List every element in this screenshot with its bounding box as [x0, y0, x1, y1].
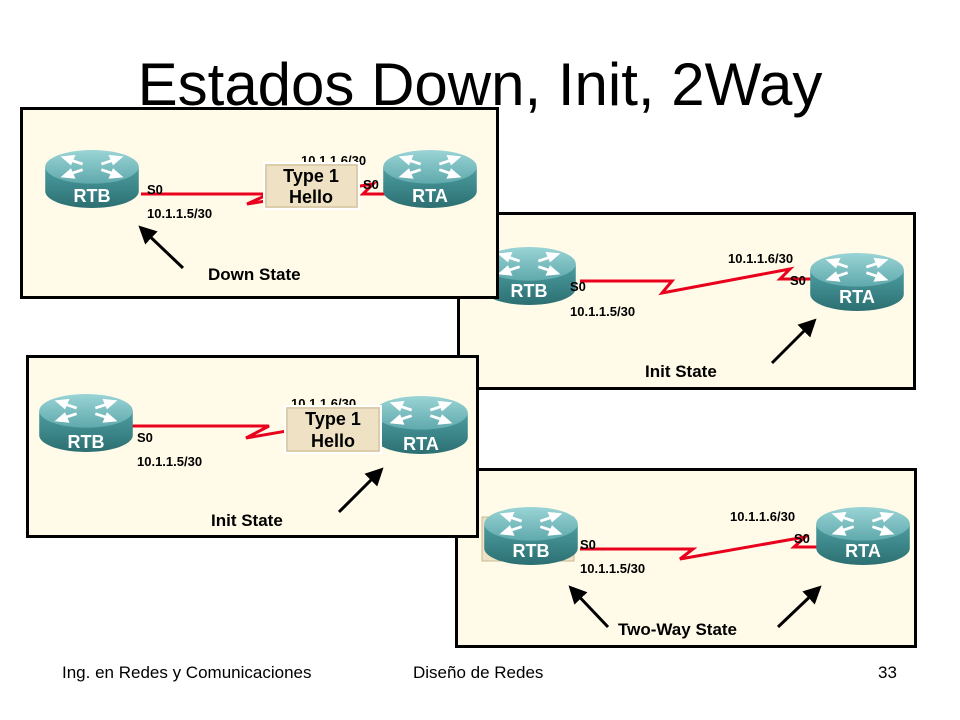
rta-interface-label: S0 [790, 273, 806, 288]
serial-link [580, 266, 830, 296]
arrow-to-rta [776, 585, 822, 629]
state-label: Init State [645, 362, 717, 381]
rta-interface-label: S0 [363, 177, 379, 192]
state-label: Two-Way State [618, 620, 737, 639]
arrow-to-rtb [138, 225, 185, 270]
router-rtb-label: RTB [68, 432, 105, 452]
router-rtb-label: RTB [74, 186, 111, 206]
rtb-interface-label: S0 [147, 182, 163, 197]
rtb-interface-label: S0 [570, 279, 586, 294]
arrow-to-rta [337, 467, 384, 514]
panel-init-state-rta: RTB RTA S0 10.1.1.5/30 10.1.1.6/30 S0 In… [457, 212, 916, 390]
panel-init-state-rtb: RTB RTA 10.1.1.6/30 Type 1 Hello S0 10.1… [26, 355, 479, 538]
footer-organization: Ing. en Redes y Comunicaciones [62, 663, 312, 682]
router-rta-label: RTA [845, 541, 881, 561]
hello-label: Hello [289, 187, 333, 207]
hello-type-label: Type 1 [305, 409, 361, 429]
hello-packet: Type 1 Hello [263, 162, 360, 210]
rta-ip-label: 10.1.1.6/30 [728, 251, 793, 266]
two-way-state-diagram: RTB RTA S0 10.1.1.5/30 10.1.1.6/30 S0 Tw… [481, 507, 910, 639]
panel-two-way-state: RTB RTA S0 10.1.1.5/30 10.1.1.6/30 S0 Tw… [455, 468, 917, 648]
rtb-ip-label: 10.1.1.5/30 [570, 304, 635, 319]
state-label: Down State [208, 265, 301, 284]
router-rtb-label: RTB [511, 281, 548, 301]
rta-interface-label: S0 [794, 531, 810, 546]
rtb-interface-label: S0 [580, 537, 596, 552]
rtb-ip-label: 10.1.1.5/30 [580, 561, 645, 576]
router-rta-label: RTA [412, 186, 448, 206]
router-rta-label: RTA [839, 287, 875, 307]
slide-title: Estados Down, Init, 2Way [137, 51, 823, 118]
serial-link [580, 534, 828, 561]
router-rtb-label: RTB [513, 541, 550, 561]
rtb-ip-label: 10.1.1.5/30 [147, 206, 212, 221]
init-state-rtb-diagram: RTB RTA 10.1.1.6/30 Type 1 Hello S0 10.1… [39, 394, 468, 530]
down-state-diagram: RTB RTA 10.1.1.6/30 Type 1 Hello S0 S0 1… [45, 150, 477, 284]
page-number: 33 [878, 663, 897, 682]
hello-packet: Type 1 Hello [284, 405, 382, 454]
hello-label: Hello [311, 431, 355, 451]
arrow-to-rta [770, 318, 817, 365]
arrow-to-rtb [568, 585, 610, 629]
rtb-interface-label: S0 [137, 430, 153, 445]
state-label: Init State [211, 511, 283, 530]
rta-ip-label: 10.1.1.6/30 [730, 509, 795, 524]
hello-type-label: Type 1 [283, 166, 339, 186]
footer-course: Diseño de Redes [413, 663, 544, 682]
init-state-rta-diagram: RTB RTA S0 10.1.1.5/30 10.1.1.6/30 S0 In… [482, 247, 904, 381]
router-rta-label: RTA [403, 434, 439, 454]
panel-down-state: RTB RTA 10.1.1.6/30 Type 1 Hello S0 S0 1… [20, 107, 499, 299]
rtb-ip-label: 10.1.1.5/30 [137, 454, 202, 469]
